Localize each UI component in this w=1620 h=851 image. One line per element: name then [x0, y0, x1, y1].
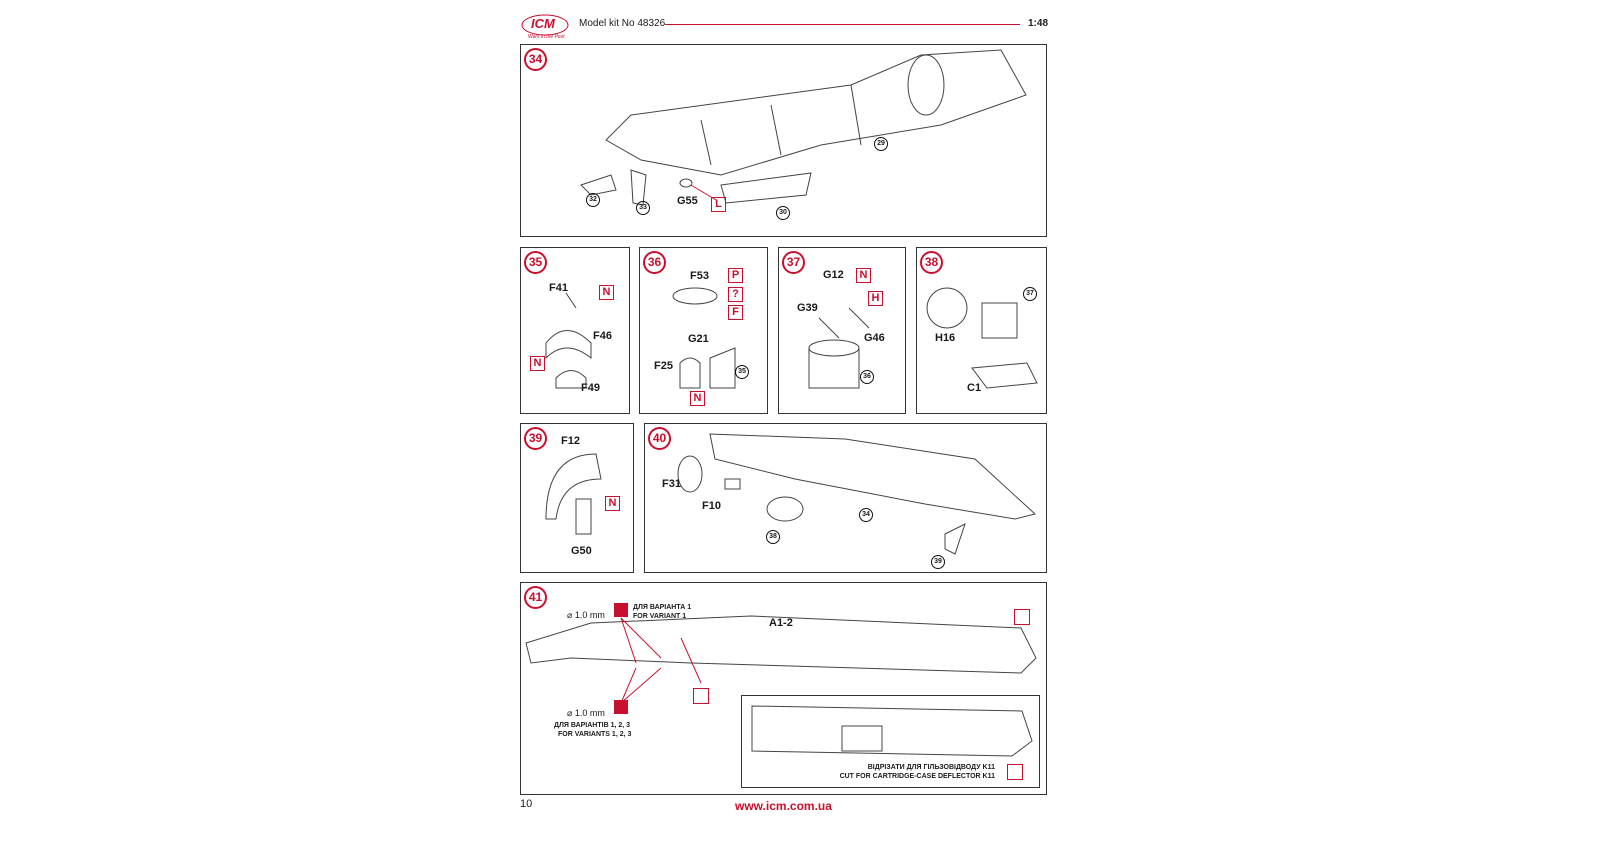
website-link[interactable]: www.icm.com.ua	[735, 799, 832, 813]
ref-step: 39	[931, 555, 945, 569]
step-number: 41	[524, 586, 547, 609]
ref-step: 29	[874, 137, 888, 151]
detail-inset: ВІДРІЗАТИ ДЛЯ ГІЛЬЗОВІДВОДУ K11 CUT FOR …	[741, 695, 1040, 788]
part-label: F53	[690, 270, 709, 282]
step-41-panel: 41 ⌀ 1.0 mm ДЛЯ ВАРІАНТА 1 FOR VARIANT 1…	[520, 582, 1047, 795]
fuselage-drawing	[580, 49, 1027, 206]
ref-step: 36	[860, 370, 874, 384]
ref-step: 35	[735, 365, 749, 379]
variant-note: ДЛЯ ВАРІАНТІВ 1, 2, 3	[554, 722, 631, 729]
drill-icon	[614, 603, 628, 617]
drill-icon	[614, 700, 628, 714]
drill-size: ⌀ 1.0 mm	[567, 708, 605, 718]
part-label: F10	[702, 500, 721, 512]
color-code: N	[856, 268, 871, 283]
page-number: 10	[520, 798, 533, 810]
part-label: G39	[797, 302, 818, 314]
step-number: 38	[920, 251, 943, 274]
ref-step: 32	[586, 193, 600, 207]
part-label: G21	[688, 333, 709, 345]
ref-step: 30	[776, 206, 790, 220]
step-number: 39	[524, 427, 547, 450]
part-label: A1-2	[769, 617, 793, 629]
ref-step: 34	[859, 508, 873, 522]
part-label: F31	[662, 478, 681, 490]
step-40-panel: 40 F31 F10 38 34 39	[644, 423, 1047, 573]
step-number: 34	[524, 48, 547, 71]
part-label: H16	[935, 332, 956, 344]
part-label: F46	[593, 330, 612, 342]
color-code: N	[690, 391, 705, 406]
part-label: G46	[864, 332, 885, 344]
step-34-panel: 34 G55 L 32 33 30 29	[520, 44, 1047, 237]
step-number: 35	[524, 251, 547, 274]
step-35-panel: 35 F41 N F46 N F49	[520, 247, 630, 414]
cut-note: CUT FOR CARTRIDGE-CASE DEFLECTOR K11	[839, 773, 995, 780]
kit-number: Model kit No 48326	[579, 18, 666, 29]
color-code: N	[605, 496, 620, 511]
svg-text:ICM: ICM	[531, 16, 556, 31]
color-code: L	[711, 197, 726, 212]
logo-tagline: Wars in the Past	[528, 34, 565, 40]
part-label: F25	[654, 360, 673, 372]
step-number: 40	[648, 427, 671, 450]
part-label: F41	[549, 282, 568, 294]
color-code: P	[728, 268, 743, 283]
variant-note: ДЛЯ ВАРІАНТА 1	[633, 604, 692, 611]
ref-step: 33	[636, 201, 650, 215]
part-label: G50	[571, 545, 592, 557]
part-label: G12	[823, 269, 844, 281]
step-number: 36	[643, 251, 666, 274]
cut-icon	[693, 688, 709, 704]
drill-size: ⌀ 1.0 mm	[567, 610, 605, 620]
color-code: H	[868, 291, 883, 306]
icm-logo: ICM Wars in the Past	[520, 12, 570, 42]
scale: 1:48	[1028, 18, 1049, 29]
color-code: N	[599, 285, 614, 300]
color-code: ?	[728, 287, 743, 302]
part-label: G55	[677, 195, 698, 207]
step-36-panel: 36 F53 P ? F G21 F25 N 35	[639, 247, 768, 414]
part-label: F49	[581, 382, 600, 394]
cut-icon	[1007, 764, 1023, 780]
cut-note: ВІДРІЗАТИ ДЛЯ ГІЛЬЗОВІДВОДУ K11	[867, 764, 995, 771]
color-code: F	[728, 305, 743, 320]
ref-step: 38	[766, 530, 780, 544]
variant-note: FOR VARIANTS 1, 2, 3	[558, 731, 632, 738]
step-number: 37	[782, 251, 805, 274]
color-code: N	[530, 356, 545, 371]
step-37-panel: 37 G12 N G39 H G46 36	[778, 247, 906, 414]
ref-step: 37	[1023, 287, 1037, 301]
step-38-panel: 38 37 H16 C1	[916, 247, 1047, 414]
header-rule	[665, 24, 1020, 25]
part-label: F12	[561, 435, 580, 447]
part-label: C1	[967, 382, 982, 394]
cut-icon	[1014, 609, 1030, 625]
step-39-panel: 39 F12 N G50	[520, 423, 634, 573]
variant-note: FOR VARIANT 1	[633, 613, 687, 620]
